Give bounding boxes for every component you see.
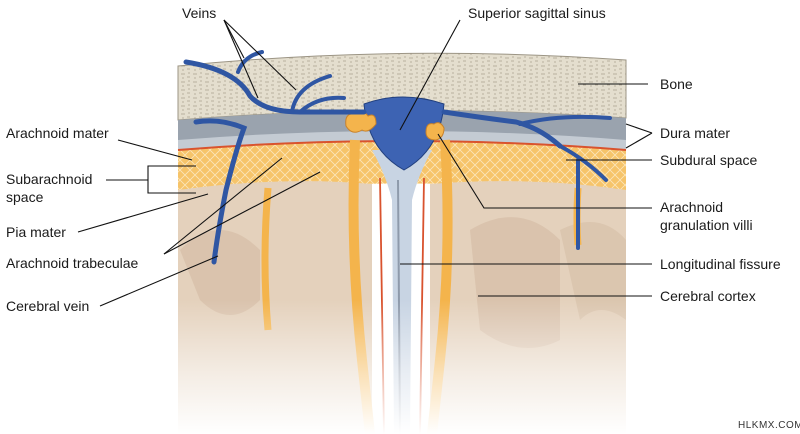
label-arachnoid-granulation-line2: granulation villi [660, 217, 753, 233]
label-cerebral-cortex: Cerebral cortex [660, 288, 756, 304]
label-arachnoid-mater: Arachnoid mater [6, 125, 109, 141]
label-superior-sagittal-sinus: Superior sagittal sinus [468, 5, 606, 21]
label-bone: Bone [660, 76, 693, 92]
label-pia-mater: Pia mater [6, 224, 66, 240]
bottom-fade [170, 300, 640, 434]
label-dura-mater: Dura mater [660, 125, 730, 141]
label-longitudinal-fissure: Longitudinal fissure [660, 256, 781, 272]
watermark: HLKMX.COM [738, 420, 800, 431]
veins [183, 50, 612, 265]
label-arachnoid-granulation-line1: Arachnoid [660, 199, 723, 215]
label-subdural-space: Subdural space [660, 152, 758, 168]
label-subarachnoid-space-line1: Subarachnoid [6, 171, 92, 187]
label-veins: Veins [182, 5, 216, 21]
label-cerebral-vein: Cerebral vein [6, 298, 89, 314]
superior-sagittal-sinus [363, 96, 445, 171]
labels: Veins Superior sagittal sinus Bone Arach… [6, 5, 800, 431]
label-arachnoid-trabeculae: Arachnoid trabeculae [6, 255, 139, 271]
label-subarachnoid-space-line2: space [6, 189, 44, 205]
leader-lines [77, 19, 653, 307]
